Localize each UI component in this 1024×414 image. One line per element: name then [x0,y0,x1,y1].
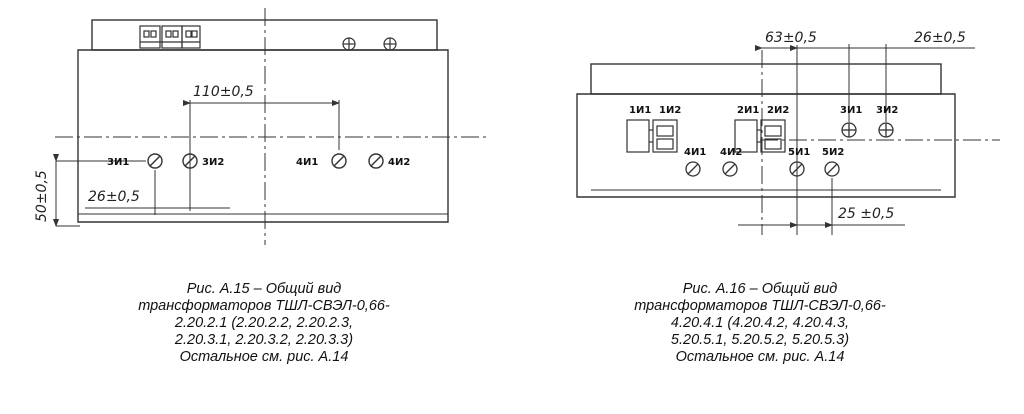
caption-line: Остальное см. рис. А.14 [179,349,349,365]
terminal-label-4i1-15: 4И1 [296,157,318,168]
upper-screws-16 [841,122,894,138]
body-16 [576,93,956,198]
body-15 [77,49,449,223]
terminal-label-1i1: 1И1 [629,105,651,116]
top-plate-16 [590,63,942,95]
caption-line: Рис. А.16 – Общий вид [682,281,838,297]
figure-16-drawing [576,44,1000,235]
connector-block-15 [139,25,201,49]
dim-25-label: 25 ±0,5 [838,206,894,222]
terminal-screws-15 [147,153,384,169]
caption-line: 2.20.2.1 (2.20.2.2, 2.20.2.3, [174,315,354,331]
dim-110-label: 110±0,5 [193,84,254,100]
caption-line: 5.20.5.1, 5.20.5.2, 5.20.5.3) [670,332,850,348]
dim-63-label: 63±0,5 [765,30,817,46]
terminal-label-4i2-16: 4И2 [720,147,742,158]
figure-16-caption: Рис. А.16 – Общий вид трансформаторов ТШ… [570,281,950,366]
figure-15-drawing [53,8,490,245]
caption-line: трансформаторов ТШЛ-СВЭЛ-0,66- [634,298,886,314]
top-screws-15 [342,37,397,51]
terminal-label-3i1-16: 3И1 [840,105,862,116]
terminal-label-4i1-16: 4И1 [684,147,706,158]
terminal-label-3i2-15: 3И2 [202,157,224,168]
terminal-label-3i1-15: 3И1 [107,157,129,168]
dim-26-label-16: 26±0,5 [914,30,966,46]
terminal-label-4i2-15: 4И2 [388,157,410,168]
caption-line: Рис. А.15 – Общий вид [186,281,342,297]
dim-50-label: 50±0,5 [34,170,50,222]
terminal-label-1i2: 1И2 [659,105,681,116]
terminal-label-3i2-16: 3И2 [876,105,898,116]
caption-line: 2.20.3.1, 2.20.3.2, 2.20.3.3) [174,332,354,348]
caption-line: трансформаторов ТШЛ-СВЭЛ-0,66- [138,298,390,314]
figure-15-caption: Рис. А.15 – Общий вид трансформаторов ТШ… [74,281,454,366]
caption-line: Остальное см. рис. А.14 [675,349,845,365]
terminal-label-2i1: 2И1 [737,105,759,116]
caption-line: 4.20.4.1 (4.20.4.2, 4.20.4.3, [670,315,850,331]
connector-block-2-16 [734,119,786,153]
terminal-label-5i1: 5И1 [788,147,810,158]
terminal-label-2i2: 2И2 [767,105,789,116]
terminal-label-5i2: 5И2 [822,147,844,158]
dim-26-label-15: 26±0,5 [88,189,140,205]
connector-block-1-16 [626,119,678,153]
